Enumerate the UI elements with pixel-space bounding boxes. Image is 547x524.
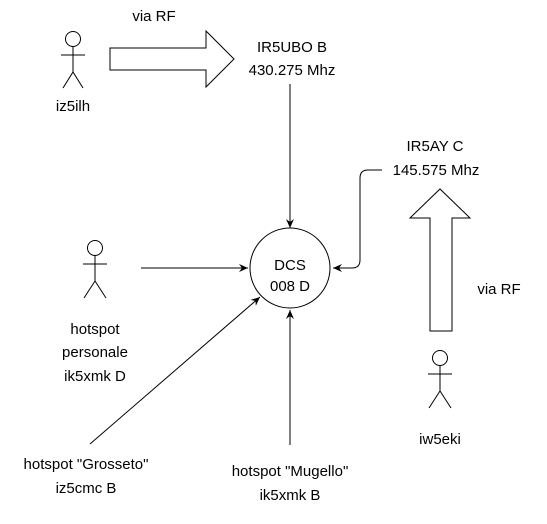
repeater-ir5ubo-frequency: 430.275 Mhz [249,62,336,79]
user-iz5ilh-figure [61,31,85,89]
reflector-dcs-line2: 008 D [270,278,310,295]
via-rf-right-label: via RF [477,281,520,298]
repeater-ir5ay-frequency: 145.575 Mhz [393,162,480,179]
rf-uplink-arrow-up [408,188,472,332]
user-iz5ilh-label: iz5ilh [56,98,90,115]
user-iw5eki-label: iw5eki [419,431,461,448]
reflector-dcs-circle [249,227,331,309]
via-rf-top-label: via RF [132,8,175,25]
hotspot-grosseto-line2: iz5cmc B [56,480,117,497]
hotspot-mugello-line1: hotspot "Mugello" [232,463,349,480]
hotspot-personale-line1: hotspot [70,321,120,338]
reflector-dcs-line1: DCS [274,257,306,274]
hotspot-personale-figure [83,240,107,299]
connector-grosseto-to-dcs [89,296,261,445]
repeater-ir5ay-name: IR5AY C [407,138,464,155]
hotspot-personale-line2: personale [62,344,128,361]
hotspot-grosseto-line1: hotspot "Grosseto" [24,456,149,473]
connector-ir5ay-to-dcs [333,169,382,272]
hotspot-mugello-line2: ik5xmk B [260,487,321,504]
repeater-ir5ubo-name: IR5UBO B [257,39,327,56]
hotspot-personale-line3: ik5xmk D [64,368,126,385]
rf-uplink-arrow-right [109,29,235,89]
user-iw5eki-figure [428,350,452,409]
